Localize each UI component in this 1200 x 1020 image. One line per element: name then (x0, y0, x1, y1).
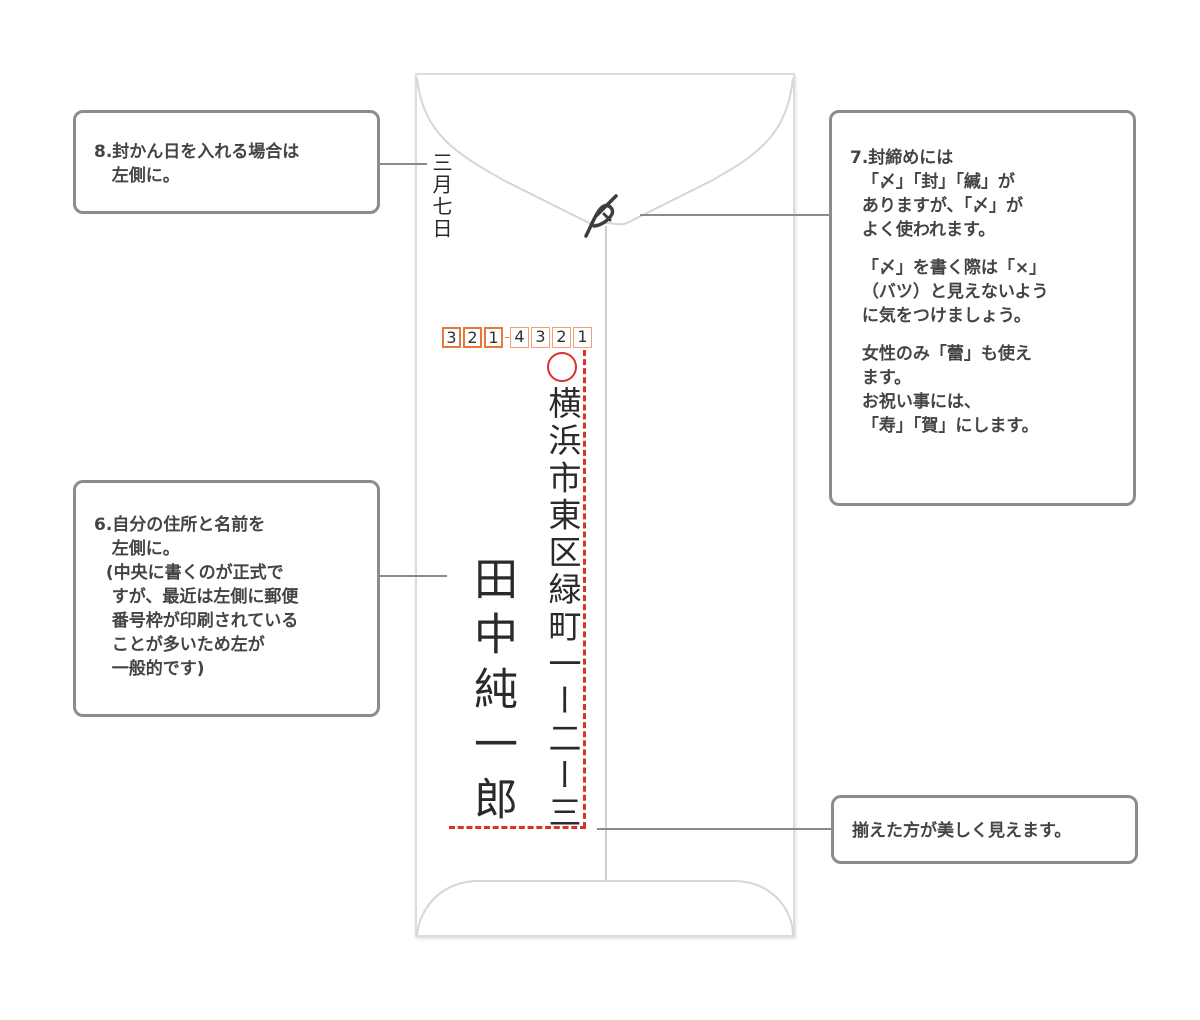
callout-text: ます。 (850, 368, 912, 388)
leader-line (380, 575, 447, 577)
callout-text: 6.自分の住所と名前を (94, 515, 266, 535)
callout-text: 「〆」「封」「緘」が (850, 172, 1015, 192)
postal-digit: 3 (442, 327, 461, 348)
callout-sealing-date: 8.封かん日を入れる場合は 左側に。 (73, 110, 380, 214)
callout-text: 番号枠が印刷されている (94, 611, 299, 631)
callout-text: (中央に書くのが正式で (94, 563, 284, 583)
postal-digit: 2 (552, 327, 571, 348)
seal-mark-icon (584, 194, 618, 238)
callout-text: ありますが、「〆」が (850, 196, 1023, 216)
callout-text: 左側に。 (94, 166, 180, 186)
postal-digit: 3 (531, 327, 550, 348)
callout-text: 一般的です) (94, 659, 205, 679)
postal-hyphen (505, 337, 509, 338)
sender-address: 横浜市東区緑町一ー二ー三 (543, 386, 582, 833)
envelope-flaps (416, 77, 794, 936)
callout-text: に気をつけましょう。 (850, 306, 1031, 326)
callout-text: 8.封かん日を入れる場合は (94, 142, 300, 162)
leader-line (640, 214, 830, 216)
callout-text: お祝い事には、 (850, 392, 981, 412)
callout-alignment-tip: 揃えた方が美しく見えます。 (831, 795, 1138, 864)
callout-text: 女性のみ「蕾」も使え (850, 344, 1032, 364)
sealing-date: 三月七日 (429, 152, 453, 240)
callout-text: 左側に。 (94, 539, 180, 559)
callout-text: よく使われます。 (850, 220, 996, 240)
postal-digit: 2 (463, 327, 482, 348)
alignment-guide-horizontal (449, 826, 586, 829)
sender-name: 田中純一郎 (466, 556, 517, 831)
postal-digit: 1 (484, 327, 503, 348)
leader-line (597, 828, 832, 830)
callout-text: ことが多いため左が (94, 635, 265, 655)
callout-sender-info: 6.自分の住所と名前を 左側に。 (中央に書くのが正式で すが、最近は左側に郵便… (73, 480, 380, 717)
callout-text: 「〆」を書く際は「×」 (850, 258, 1047, 278)
postal-digit: 4 (510, 327, 529, 348)
callout-text: 「寿」「賀」にします。 (850, 416, 1039, 436)
postal-digit: 1 (573, 327, 592, 348)
callout-text: （バツ）と見えないよう (850, 282, 1049, 302)
callout-text: 7.封締めには (850, 148, 954, 168)
leader-line (380, 163, 427, 165)
postal-code-boxes: 3 2 1 4 3 2 1 (442, 327, 594, 348)
callout-seal-mark: 7.封締めには 「〆」「封」「緘」が ありますが、「〆」が よく使われます。 「… (829, 110, 1136, 506)
callout-text: すが、最近は左側に郵便 (94, 587, 299, 607)
callout-spacer (850, 242, 1133, 256)
postal-mark-icon (547, 352, 577, 382)
alignment-guide-vertical (583, 350, 586, 828)
callout-spacer (850, 328, 1133, 342)
callout-text: 揃えた方が美しく見えます。 (852, 821, 1072, 841)
